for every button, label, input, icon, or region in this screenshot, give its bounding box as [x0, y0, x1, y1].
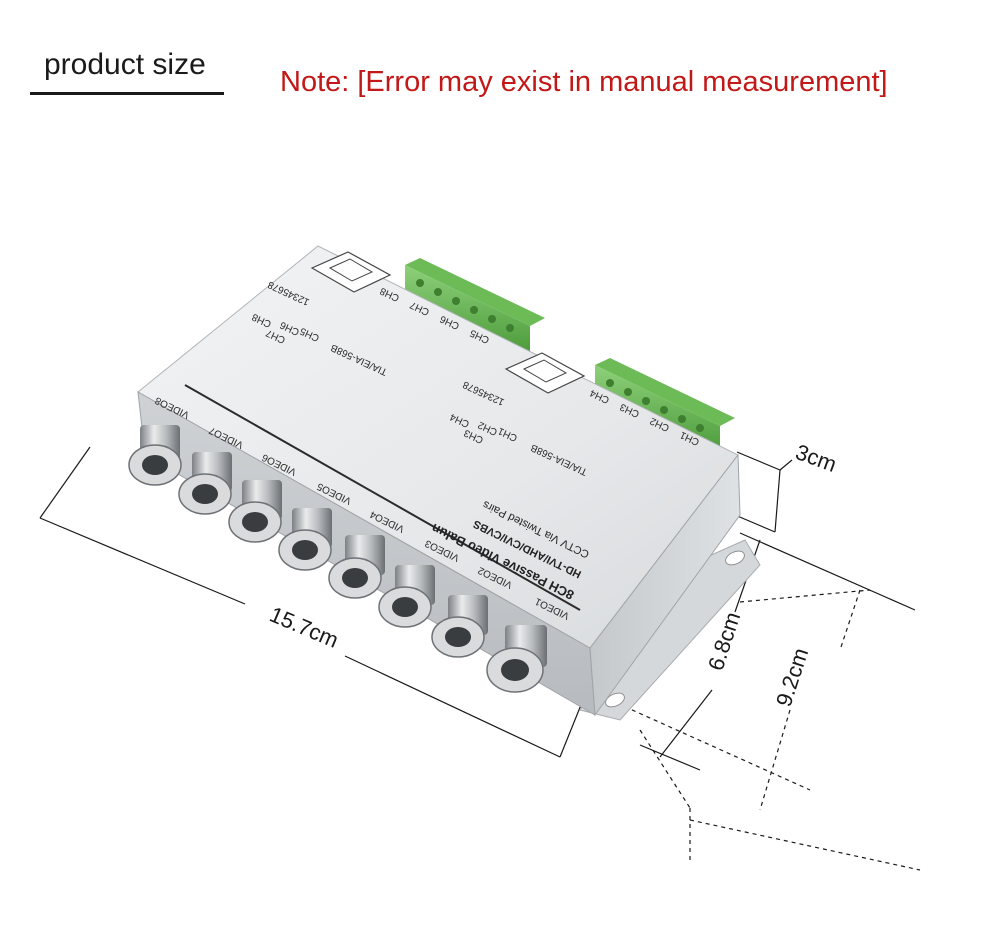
- dimension-lines: [39, 446, 916, 771]
- bnc-connectors: [128, 425, 547, 693]
- top-divider: [184, 384, 581, 611]
- heading-underline: [30, 92, 224, 95]
- rj45-port-right: [504, 352, 586, 394]
- dimension-dashed-lines: [609, 589, 921, 871]
- height-label: 3cm: [792, 439, 840, 477]
- housing-side: [589, 453, 741, 717]
- flange-hole: [605, 692, 625, 708]
- rj45-port-left: [310, 251, 392, 293]
- bnc-connector: [328, 535, 385, 599]
- bnc-connector: [431, 595, 488, 658]
- terminal-block-left: [405, 258, 545, 352]
- bnc-connector: [178, 452, 232, 515]
- depth-with-flange-label: 9.2cm: [771, 645, 813, 710]
- measurement-note: Note: [Error may exist in manual measure…: [280, 66, 888, 98]
- bnc-connector: [278, 508, 332, 571]
- product-size-heading: product size: [44, 48, 206, 81]
- bnc-connector: [228, 480, 282, 543]
- length-label: 15.7cm: [266, 602, 342, 653]
- flange-hole: [725, 550, 745, 566]
- bnc-connector: [486, 625, 547, 693]
- bnc-connector: [128, 425, 182, 486]
- bnc-connector: [378, 565, 435, 628]
